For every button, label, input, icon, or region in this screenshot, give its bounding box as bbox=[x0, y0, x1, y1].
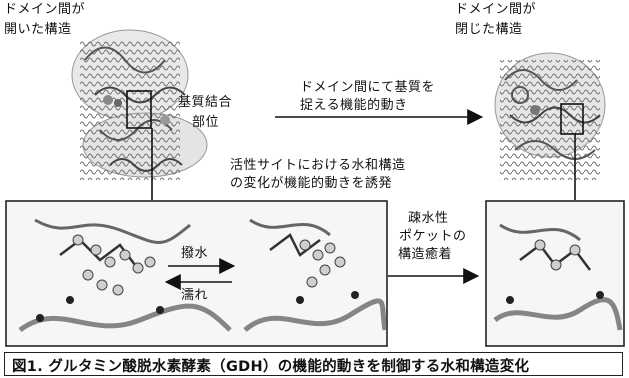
binding-site-marker bbox=[126, 90, 152, 129]
repel-water-label: 撥水 bbox=[181, 246, 209, 261]
closed-protein-structure bbox=[494, 52, 606, 180]
pocket-label-line2: ポケットの bbox=[399, 229, 467, 244]
caption-box: 図1. グルタミン酸脱水素酵素（GDH）の機能的動きを制御する水和構造変化 bbox=[4, 352, 623, 376]
active-site-panel bbox=[5, 200, 388, 347]
hydration-label-line2: の変化が機能的動きを誘発 bbox=[230, 176, 393, 191]
motion-label-line2: 捉える機能的動き bbox=[300, 98, 408, 113]
open-structure-label-line1: ドメイン間が bbox=[4, 2, 86, 17]
open-protein-structure bbox=[71, 29, 208, 180]
closed-site-marker bbox=[560, 103, 584, 135]
pocket-label-line3: 構造癒着 bbox=[398, 247, 453, 262]
binding-site-label-line2: 部位 bbox=[192, 115, 220, 130]
final-panel bbox=[485, 200, 625, 347]
binding-site-label-line1: 基質結合 bbox=[178, 95, 233, 110]
pocket-label-line1: 疎水性 bbox=[408, 211, 449, 226]
closed-structure-label-line1: ドメイン間が bbox=[455, 2, 537, 17]
motion-label-line1: ドメイン間にて基質を bbox=[300, 80, 436, 95]
open-structure-label-line2: 開いた構造 bbox=[4, 22, 72, 37]
hydration-label-line1: 活性サイトにおける水和構造 bbox=[230, 158, 406, 173]
closed-structure-label-line2: 閉じた構造 bbox=[455, 22, 523, 37]
wetting-label: 濡れ bbox=[181, 288, 209, 303]
figure-caption: 図1. グルタミン酸脱水素酵素（GDH）の機能的動きを制御する水和構造変化 bbox=[12, 359, 530, 375]
